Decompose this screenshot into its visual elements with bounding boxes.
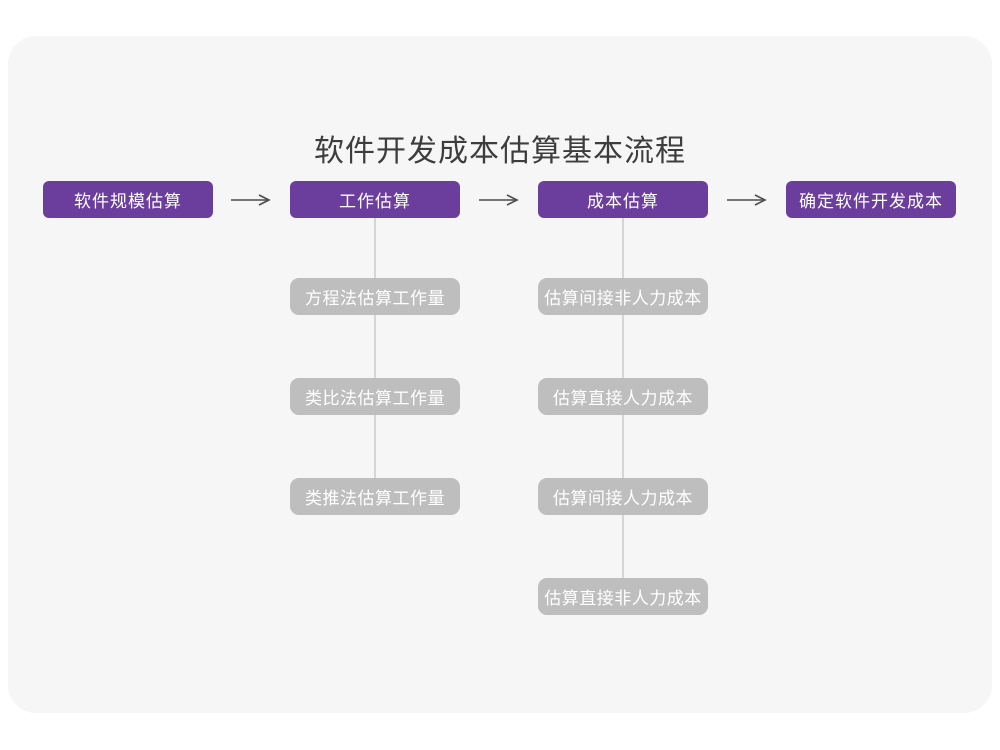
sub-node-analogy-method-workload: 类比法估算工作量 bbox=[290, 378, 460, 415]
sub-node-extrapolation-method-workload: 类推法估算工作量 bbox=[290, 478, 460, 515]
sub-node-indirect-non-labor-cost: 估算间接非人力成本 bbox=[538, 278, 708, 315]
sub-node-equation-method-workload: 方程法估算工作量 bbox=[290, 278, 460, 315]
stage-node-cost-estimation: 成本估算 bbox=[538, 181, 708, 218]
sub-node-indirect-labor-cost: 估算间接人力成本 bbox=[538, 478, 708, 515]
arrow-right-icon bbox=[727, 194, 767, 206]
stage-node-software-scale-estimation: 软件规模估算 bbox=[43, 181, 213, 218]
flowchart-canvas: 软件开发成本估算基本流程 软件规模估算 工作估算 成本估算 确定软件开发成本 方… bbox=[8, 36, 992, 713]
arrow-right-icon bbox=[231, 194, 271, 206]
arrow-right-icon bbox=[479, 194, 519, 206]
connector-line-work-estimation bbox=[374, 218, 376, 497]
stage-node-work-estimation: 工作估算 bbox=[290, 181, 460, 218]
sub-node-direct-labor-cost: 估算直接人力成本 bbox=[538, 378, 708, 415]
diagram-title: 软件开发成本估算基本流程 bbox=[314, 135, 686, 168]
stage-node-determine-development-cost: 确定软件开发成本 bbox=[786, 181, 956, 218]
sub-node-direct-non-labor-cost: 估算直接非人力成本 bbox=[538, 578, 708, 615]
